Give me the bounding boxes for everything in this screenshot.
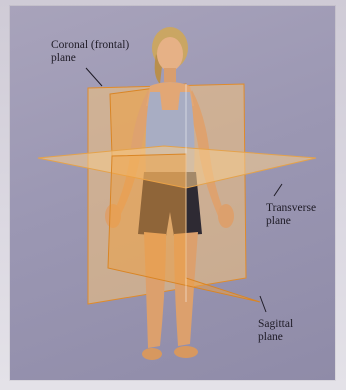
sagittal-plane-label: Sagittal plane [258, 318, 293, 344]
head [157, 37, 183, 71]
coronal-label-line1: Coronal (frontal) [51, 39, 129, 52]
transverse-label-line1: Transverse [266, 202, 316, 215]
coronal-label-line2: plane [51, 52, 129, 65]
coronal-leader-line [86, 68, 102, 86]
transverse-plane-label: Transverse plane [266, 202, 316, 228]
transverse-label-line2: plane [266, 215, 316, 228]
transverse-leader-line [274, 184, 282, 196]
sagittal-label-line2: plane [258, 331, 293, 344]
coronal-plane-label: Coronal (frontal) plane [51, 39, 129, 65]
sagittal-label-line1: Sagittal [258, 318, 293, 331]
sagittal-leader-line [260, 296, 266, 312]
anatomy-photo: Coronal (frontal) plane Transverse plane… [10, 6, 335, 380]
